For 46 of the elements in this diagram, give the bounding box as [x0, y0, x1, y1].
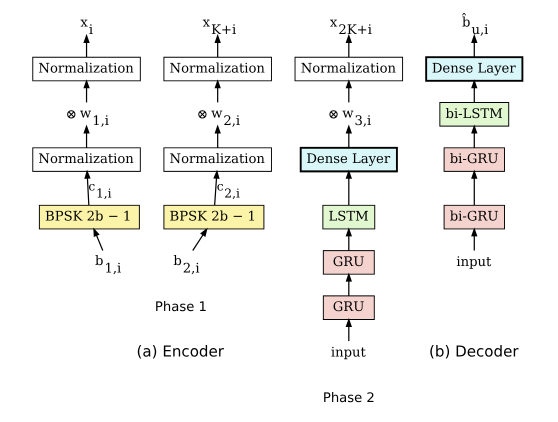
node-text: input: [456, 254, 492, 270]
arrow: [346, 79, 352, 102]
node-box: BPSK 2b − 1: [38, 204, 140, 230]
arrow: [214, 79, 221, 102]
node-box: Normalization: [32, 56, 141, 82]
label: (a) Encoder: [136, 342, 224, 361]
label: Phase 2: [322, 390, 375, 406]
node-box: bi-LSTM: [439, 102, 510, 127]
node-box: bi-GRU: [444, 204, 505, 230]
arrow: [471, 124, 478, 148]
arrow: [471, 79, 478, 102]
arrow: [346, 170, 352, 206]
arrow: [192, 228, 208, 251]
label: (b) Decoder: [429, 342, 519, 361]
arrow: [83, 79, 90, 102]
arrow: [346, 34, 352, 58]
node-box: BPSK 2b − 1: [163, 204, 264, 230]
node-box: Dense Layer: [300, 146, 398, 172]
node-box: Normalization: [163, 147, 272, 172]
label: Phase 1: [154, 300, 207, 316]
arrow: [213, 170, 220, 206]
arrow: [346, 272, 352, 296]
arrow: [83, 34, 90, 58]
node-text: ⊗: [196, 107, 208, 122]
arrow: [83, 124, 90, 148]
arrow: [471, 34, 478, 58]
node-box: GRU: [322, 250, 375, 275]
arrow: [471, 227, 478, 251]
node-box: GRU: [322, 295, 375, 320]
arrow: [93, 227, 104, 251]
node-text: ⊗: [66, 107, 77, 122]
arrow: [214, 124, 221, 148]
node-box: Normalization: [32, 147, 141, 172]
arrow: [471, 170, 478, 206]
arrow: [346, 227, 352, 251]
node-text: input: [330, 345, 366, 360]
node-box: LSTM: [322, 204, 376, 230]
node-box: bi-GRU: [444, 147, 505, 172]
arrow: [84, 170, 91, 206]
node-box: Normalization: [163, 56, 272, 82]
node-box: Dense Layer: [425, 56, 524, 82]
arrow: [214, 34, 221, 58]
arrow: [346, 318, 352, 342]
node-box: Normalization: [294, 56, 404, 82]
node-text: ⊗: [328, 107, 340, 122]
arrow: [346, 124, 352, 148]
